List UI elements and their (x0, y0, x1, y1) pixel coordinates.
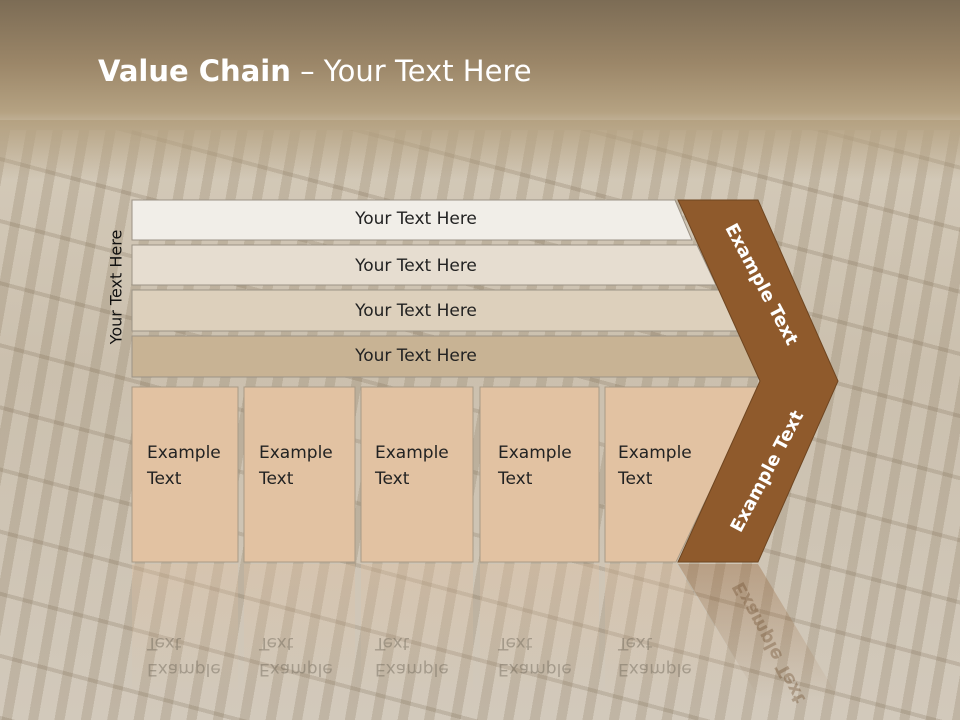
column-2-reflection-line1: Example (259, 659, 333, 679)
background-header-band (0, 0, 960, 140)
title-bold: Value Chain (98, 54, 291, 88)
bar-1-label: Your Text Here (355, 209, 477, 229)
column-1-line1: Example (147, 443, 221, 463)
column-5-line2: Text (618, 469, 653, 489)
column-5-text: Example Text (618, 440, 714, 492)
column-5-reflection: Example Text (618, 630, 714, 682)
column-2-reflection: Example Text (259, 630, 355, 682)
column-4-line1: Example (498, 443, 572, 463)
diagram-reflection (132, 564, 840, 700)
bar-3-label: Your Text Here (355, 301, 477, 321)
column-5-reflection-line1: Example (618, 659, 692, 679)
column-5[interactable] (604, 386, 761, 563)
column-3-reflection-line1: Example (375, 659, 449, 679)
column-1-text: Example Text (147, 440, 243, 492)
column-4-line2: Text (498, 469, 533, 489)
column-2-line2: Text (259, 469, 294, 489)
column-4-reflection: Example Text (498, 630, 594, 682)
column-4-reflection-line1: Example (498, 659, 572, 679)
column-2-text: Example Text (259, 440, 355, 492)
column-1-reflection-line1: Example (147, 659, 221, 679)
column-1-reflection: Example Text (147, 630, 243, 682)
column-5-line1: Example (618, 443, 692, 463)
bar-2-label: Your Text Here (355, 256, 477, 276)
column-3-reflection: Example Text (375, 630, 471, 682)
background-fade (0, 120, 960, 180)
column-2-reflection-line2: Text (259, 633, 294, 653)
column-1-reflection-line2: Text (147, 633, 182, 653)
column-2[interactable] (243, 386, 356, 563)
column-4-text: Example Text (498, 440, 594, 492)
column-5-reflection-line2: Text (618, 633, 653, 653)
column-1[interactable] (131, 386, 239, 563)
column-1-line2: Text (147, 469, 182, 489)
slide-title[interactable]: Value Chain – Your Text Here (98, 54, 532, 88)
column-3-line2: Text (375, 469, 410, 489)
column-2-line1: Example (259, 443, 333, 463)
column-4-reflection-line2: Text (498, 633, 533, 653)
column-3-reflection-line2: Text (375, 633, 410, 653)
bar-1[interactable] (131, 199, 693, 241)
title-rest: – Your Text Here (290, 54, 532, 88)
column-4[interactable] (479, 386, 600, 563)
bar-4-label: Your Text Here (355, 346, 477, 366)
chevron-arrow[interactable] (677, 199, 839, 563)
column-3-text: Example Text (375, 440, 471, 492)
column-3[interactable] (360, 386, 474, 563)
column-3-line1: Example (375, 443, 449, 463)
